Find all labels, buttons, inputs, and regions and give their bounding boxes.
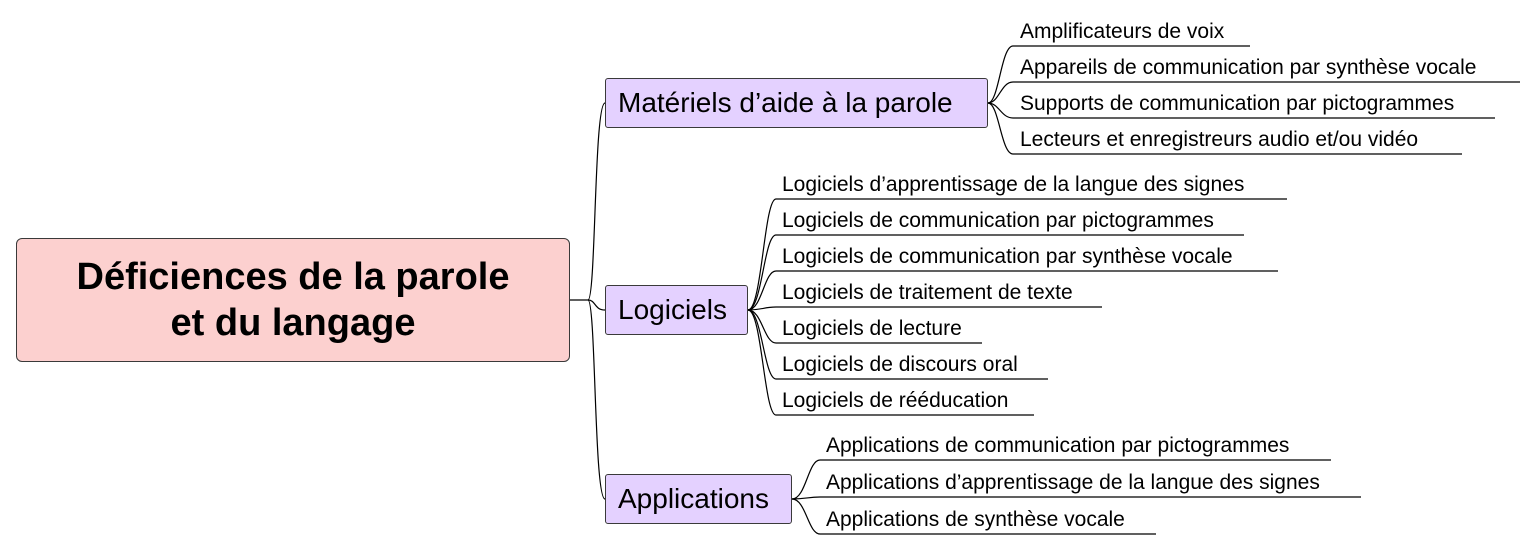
- branch-label: Applications: [618, 483, 769, 514]
- leaf-item[interactable]: Applications de communication par pictog…: [826, 434, 1290, 457]
- leaf-connector: [791, 496, 1361, 500]
- leaf-connector: [747, 309, 1048, 380]
- leaf-item[interactable]: Logiciels de discours oral: [782, 353, 1018, 376]
- branch-connector: [587, 102, 606, 301]
- leaf-connector: [791, 498, 1156, 535]
- branch-applications[interactable]: Applications: [605, 474, 792, 524]
- branch-label: Matériels d’aide à la parole: [618, 87, 953, 118]
- leaf-item[interactable]: Logiciels de communication par synthèse …: [782, 245, 1233, 268]
- leaf-item[interactable]: Supports de communication par pictogramm…: [1020, 92, 1455, 115]
- leaf-connector: [747, 309, 982, 344]
- root-topic[interactable]: Déficiences de la parole et du langage: [16, 238, 570, 362]
- leaf-connector: [987, 102, 1495, 119]
- leaf-connector: [747, 270, 1278, 311]
- leaf-connector: [791, 459, 1331, 500]
- root-title-line-1: Déficiences de la parole: [76, 256, 510, 298]
- leaf-connector: [747, 306, 1102, 311]
- leaf-connector: [987, 45, 1250, 104]
- leaf-connector: [747, 234, 1244, 311]
- leaf-item[interactable]: Logiciels de lecture: [782, 317, 962, 340]
- leaf-connector: [747, 198, 1287, 311]
- leaf-item[interactable]: Applications de synthèse vocale: [826, 508, 1125, 531]
- branch-materiels[interactable]: Matériels d’aide à la parole: [605, 78, 988, 128]
- leaf-item[interactable]: Applications d’apprentissage de la langu…: [826, 471, 1320, 494]
- root-title: Déficiences de la parole et du langage: [17, 254, 569, 346]
- branch-connector: [587, 299, 606, 500]
- leaf-item[interactable]: Logiciels de rééducation: [782, 389, 1009, 412]
- leaf-item[interactable]: Appareils de communication par synthèse …: [1020, 56, 1477, 79]
- leaf-connector: [747, 309, 1034, 416]
- leaf-connector: [987, 102, 1462, 155]
- leaf-item[interactable]: Amplificateurs de voix: [1020, 20, 1225, 43]
- branch-connector: [587, 299, 606, 311]
- leaf-connector: [987, 81, 1520, 104]
- leaf-item[interactable]: Logiciels d’apprentissage de la langue d…: [782, 173, 1245, 196]
- leaf-item[interactable]: Logiciels de traitement de texte: [782, 281, 1073, 304]
- branch-label: Logiciels: [618, 294, 727, 325]
- leaf-item[interactable]: Logiciels de communication par pictogram…: [782, 209, 1214, 232]
- root-title-line-2: et du langage: [170, 302, 416, 344]
- leaf-item[interactable]: Lecteurs et enregistreurs audio et/ou vi…: [1020, 128, 1419, 151]
- branch-logiciels[interactable]: Logiciels: [605, 285, 748, 335]
